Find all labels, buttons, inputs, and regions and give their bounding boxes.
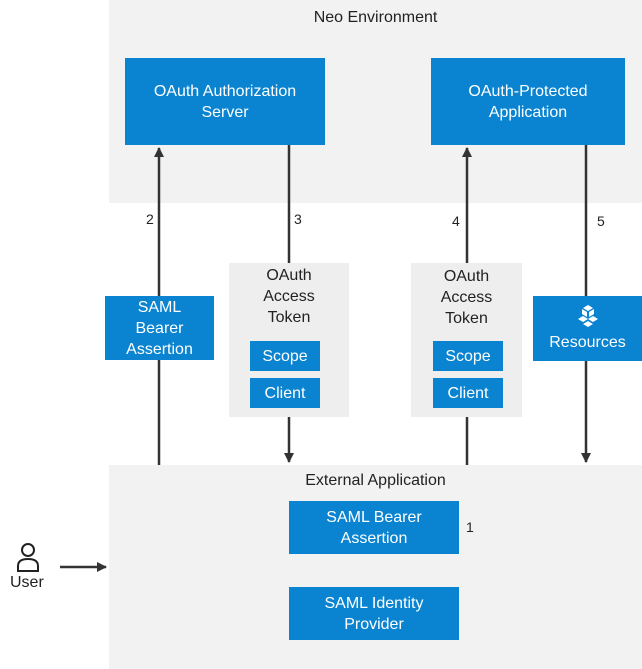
step-number-2: 2 bbox=[146, 211, 154, 227]
oauth-protected-application-box: OAuth-Protected Application bbox=[431, 58, 625, 145]
saml-identity-provider-box: SAML Identity Provider bbox=[289, 587, 459, 640]
client-box: Client bbox=[250, 378, 320, 408]
oauth-access-token-title: OAuth Access Token bbox=[263, 267, 315, 326]
saml-bearer-assertion-box: SAML Bearer Assertion bbox=[105, 296, 214, 360]
oauth-access-token-panel-2: OAuth Access Token Scope Client bbox=[411, 263, 522, 417]
step-number-4: 4 bbox=[452, 213, 460, 229]
resources-label: Resources bbox=[549, 334, 626, 351]
user-label: User bbox=[10, 574, 44, 591]
oauth-access-token-panel-1: OAuth Access Token Scope Client bbox=[229, 263, 349, 417]
oauth-authorization-server-box: OAuth Authorization Server bbox=[125, 58, 325, 145]
oauth-access-token-title: OAuth Access Token bbox=[440, 268, 493, 327]
step-number-3: 3 bbox=[294, 211, 302, 227]
neo-environment-title: Neo Environment bbox=[313, 9, 438, 26]
client-box: Client bbox=[433, 378, 503, 408]
scope-box: Scope bbox=[433, 341, 503, 371]
cube-icon bbox=[577, 305, 598, 327]
scope-box: Scope bbox=[250, 341, 320, 371]
resources-box: Resources bbox=[533, 296, 642, 361]
step-number-5: 5 bbox=[597, 213, 605, 229]
user-icon bbox=[17, 543, 39, 572]
saml-bearer-assertion-external-box: SAML Bearer Assertion bbox=[289, 501, 459, 554]
external-application-title: External Application bbox=[305, 472, 446, 489]
step-number-1: 1 bbox=[466, 519, 474, 535]
